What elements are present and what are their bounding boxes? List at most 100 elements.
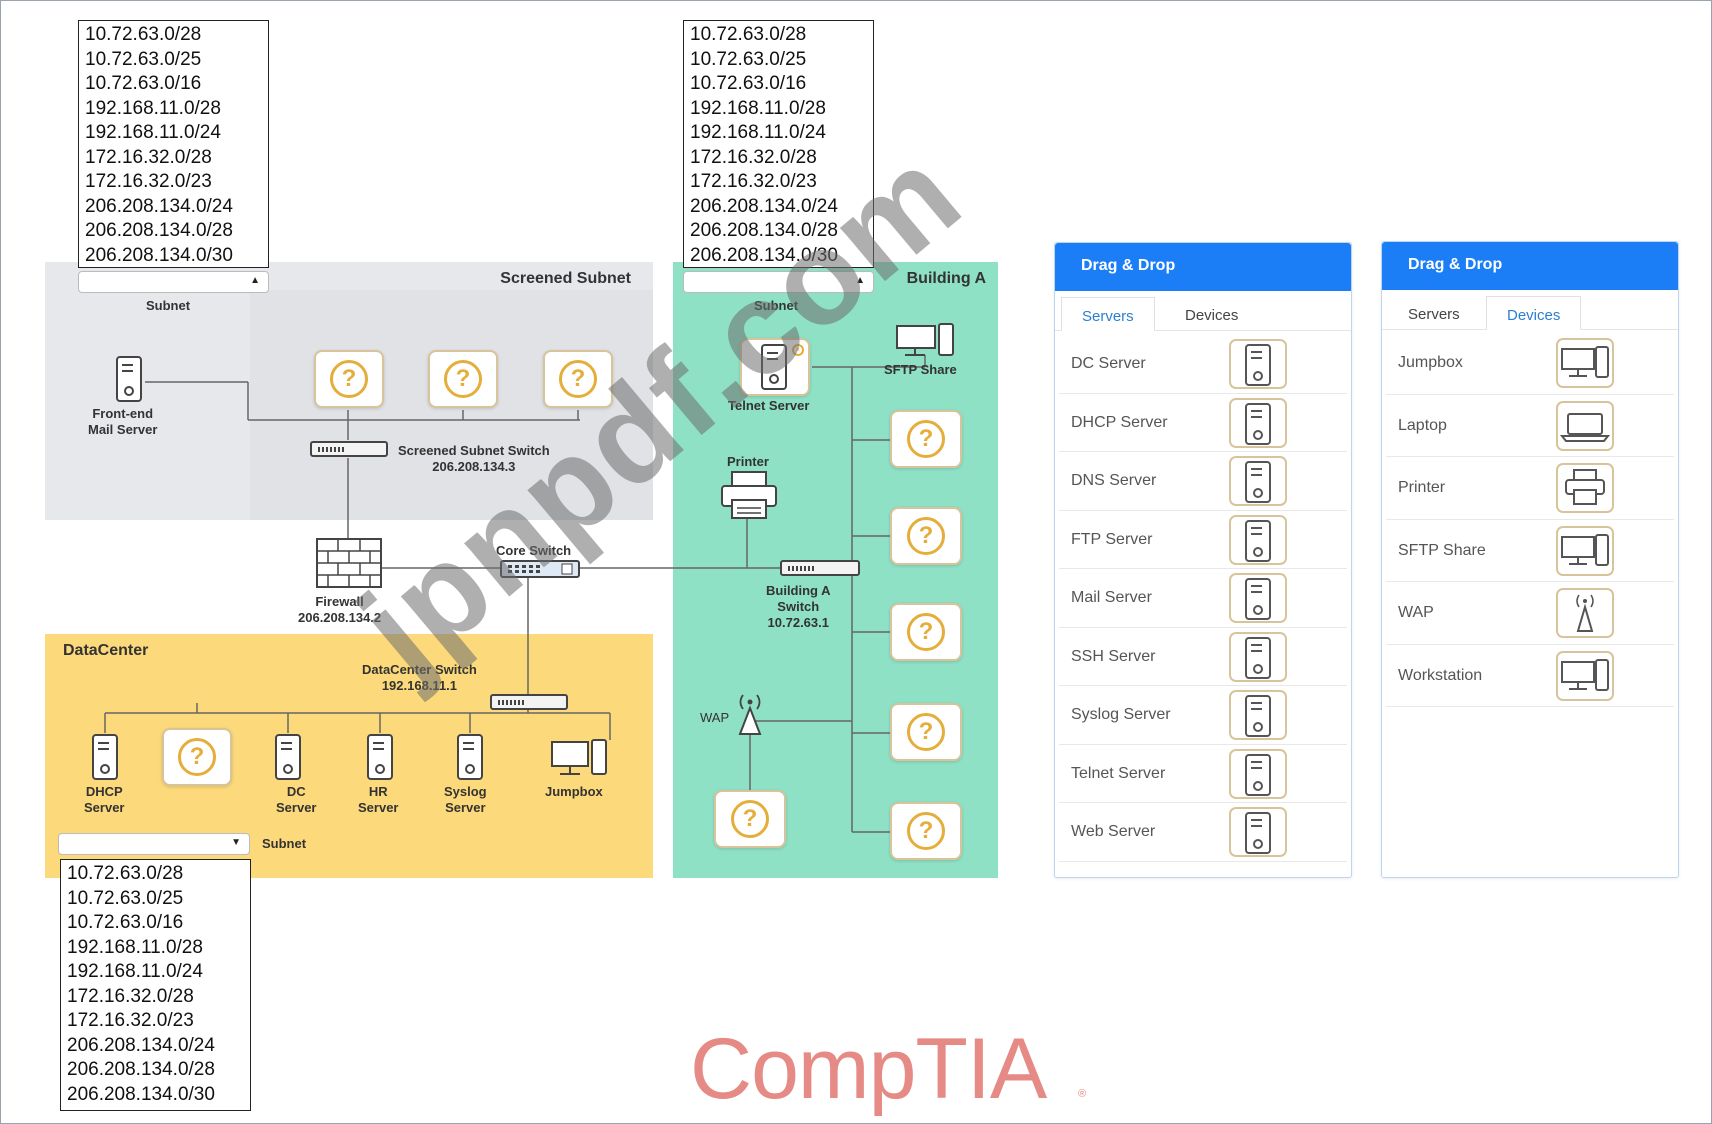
drag-item-row[interactable]: Telnet Server (1059, 745, 1347, 803)
server-icon (1245, 578, 1271, 621)
tab-servers[interactable]: Servers (1061, 297, 1155, 331)
building-a-subnet-options[interactable]: 10.72.63.0/28 10.72.63.0/25 10.72.63.0/16 1… (683, 20, 874, 268)
caret-down-icon: ▼ (231, 837, 241, 848)
subnet-option[interactable]: 206.208.134.0/24 (67, 1034, 215, 1056)
subnet-option[interactable]: 206.208.134.0/28 (690, 220, 838, 241)
draggable-tile[interactable] (1229, 807, 1287, 858)
building-slot-3[interactable]: ? (890, 603, 962, 661)
tab-devices[interactable]: Devices (1486, 296, 1582, 330)
server-icon (1245, 812, 1271, 855)
subnet-option[interactable]: 206.208.134.0/30 (690, 244, 838, 266)
screened-slot-1[interactable]: ? (314, 350, 384, 408)
subnet-option[interactable]: 206.208.134.0/24 (690, 195, 838, 217)
building-slot-1[interactable]: ? (890, 410, 962, 468)
drag-item-row[interactable]: Printer (1386, 457, 1674, 520)
drag-item-row[interactable]: WAP (1386, 582, 1674, 645)
draggable-tile[interactable] (1229, 690, 1287, 741)
workstation-icon (551, 739, 607, 775)
building-a-subnet-select[interactable]: ▲ (683, 271, 874, 293)
datacenter-subnet-options[interactable]: 10.72.63.0/28 10.72.63.0/25 10.72.63.0/16 1… (60, 859, 251, 1111)
subnet-option[interactable]: 192.168.11.0/24 (67, 961, 203, 982)
subnet-option[interactable]: 192.168.11.0/24 (690, 122, 826, 143)
subnet-option[interactable]: 10.72.63.0/25 (85, 48, 202, 70)
building-slot-2[interactable]: ? (890, 507, 962, 565)
drag-item-row[interactable]: Workstation (1386, 645, 1674, 707)
subnet-option[interactable]: 10.72.63.0/25 (690, 48, 807, 70)
draggable-tile[interactable] (1556, 650, 1614, 701)
datacenter-slot-1[interactable]: ? (162, 728, 232, 786)
server-icon (1245, 519, 1271, 562)
subnet-option[interactable]: 10.72.63.0/16 (67, 912, 184, 933)
screened-slot-2[interactable]: ? (428, 350, 498, 408)
subnet-option[interactable]: 172.16.32.0/28 (85, 146, 212, 168)
caret-up-icon: ▲ (250, 275, 260, 286)
telnet-server-tile[interactable]: × (740, 338, 810, 396)
subnet-option[interactable]: 172.16.32.0/23 (690, 171, 817, 192)
screened-subnet-options[interactable]: 10.72.63.0/28 10.72.63.0/25 10.72.63.0/16 1… (78, 20, 269, 268)
draggable-tile[interactable] (1556, 525, 1614, 576)
server-icon (1245, 402, 1271, 445)
printer-label: Printer (727, 454, 769, 469)
screened-subnet-select[interactable]: ▲ (78, 271, 269, 293)
drag-item-row[interactable]: DHCP Server (1059, 394, 1347, 452)
subnet-option[interactable]: 10.72.63.0/28 (67, 863, 184, 884)
server-icon (116, 356, 142, 402)
draggable-tile[interactable] (1229, 514, 1287, 565)
drag-item-row[interactable]: DNS Server (1059, 452, 1347, 511)
subnet-option[interactable]: 10.72.63.0/16 (690, 73, 807, 94)
remove-icon[interactable]: × (792, 344, 804, 356)
drag-item-row[interactable]: FTP Server (1059, 511, 1347, 569)
draggable-tile[interactable] (1556, 588, 1614, 639)
wap-icon (1576, 594, 1594, 633)
panel-tabs: Servers Devices (1055, 291, 1351, 331)
building-slot-5[interactable]: ? (890, 802, 962, 860)
drag-item-row[interactable]: Syslog Server (1059, 686, 1347, 745)
subnet-option[interactable]: 172.16.32.0/23 (85, 171, 212, 192)
drag-item-label: DHCP Server (1071, 413, 1168, 431)
draggable-tile[interactable] (1229, 339, 1287, 390)
subnet-option[interactable]: 206.208.134.0/24 (85, 195, 233, 217)
workstation-icon (896, 323, 954, 356)
draggable-tile[interactable] (1556, 400, 1614, 451)
subnet-option[interactable]: 172.16.32.0/28 (67, 985, 194, 1007)
draggable-tile[interactable] (1229, 456, 1287, 507)
screened-slot-3[interactable]: ? (543, 350, 613, 408)
subnet-option[interactable]: 172.16.32.0/23 (67, 1010, 194, 1031)
subnet-option[interactable]: 192.168.11.0/28 (85, 97, 221, 119)
drag-item-row[interactable]: Laptop (1386, 395, 1674, 457)
building-slot-6[interactable]: ? (714, 790, 786, 848)
drag-item-row[interactable]: Mail Server (1059, 569, 1347, 628)
drag-item-row[interactable]: SSH Server (1059, 628, 1347, 686)
draggable-tile[interactable] (1229, 748, 1287, 799)
draggable-tile[interactable] (1556, 463, 1614, 514)
wap-icon (738, 694, 762, 735)
drag-item-row[interactable]: DC Server (1059, 335, 1347, 394)
tab-servers[interactable]: Servers (1408, 306, 1460, 323)
subnet-option[interactable]: 192.168.11.0/28 (67, 936, 203, 958)
caret-up-icon: ▲ (855, 275, 865, 286)
subnet-option[interactable]: 10.72.63.0/28 (85, 24, 202, 45)
subnet-option[interactable]: 206.208.134.0/28 (85, 220, 233, 241)
subnet-option[interactable]: 192.168.11.0/24 (85, 122, 221, 143)
draggable-tile[interactable] (1556, 338, 1614, 389)
datacenter-subnet-select[interactable]: ▼ (58, 833, 250, 855)
drag-item-row[interactable]: Web Server (1059, 803, 1347, 862)
subnet-option[interactable]: 192.168.11.0/28 (690, 97, 826, 119)
building-a-title: Building A (906, 270, 986, 287)
subnet-option[interactable]: 172.16.32.0/28 (690, 146, 817, 168)
drag-item-row[interactable]: Jumpbox (1386, 332, 1674, 395)
subnet-option[interactable]: 206.208.134.0/30 (85, 244, 233, 266)
drag-item-row[interactable]: SFTP Share (1386, 520, 1674, 582)
subnet-option[interactable]: 10.72.63.0/28 (690, 24, 807, 45)
subnet-option[interactable]: 206.208.134.0/30 (67, 1083, 215, 1105)
subnet-option[interactable]: 10.72.63.0/25 (67, 887, 184, 909)
draggable-tile[interactable] (1229, 631, 1287, 682)
subnet-option[interactable]: 206.208.134.0/28 (67, 1059, 215, 1080)
draggable-tile[interactable] (1229, 397, 1287, 448)
tab-devices[interactable]: Devices (1185, 307, 1239, 324)
core-switch-label: Core Switch (496, 543, 572, 558)
subnet-option[interactable]: 10.72.63.0/16 (85, 73, 202, 94)
building-slot-4[interactable]: ? (890, 703, 962, 761)
draggable-tile[interactable] (1229, 573, 1287, 624)
panel-title: Drag & Drop (1382, 242, 1678, 290)
